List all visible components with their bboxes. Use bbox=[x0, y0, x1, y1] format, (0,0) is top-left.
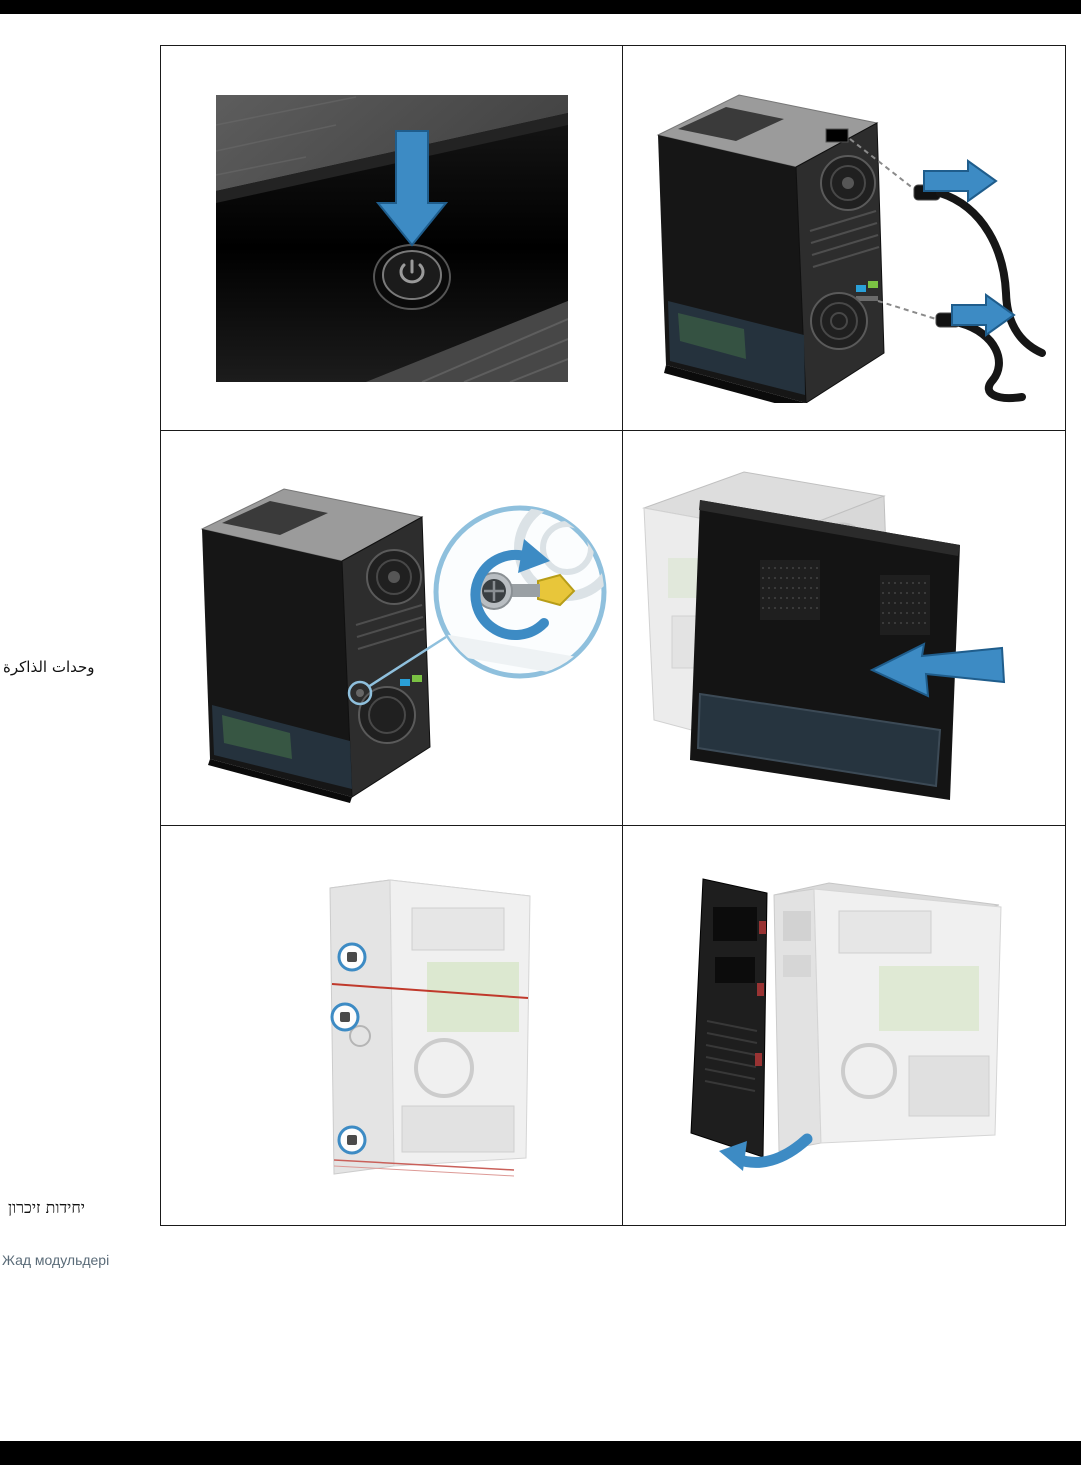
bezel-clips bbox=[755, 920, 766, 1066]
side-window bbox=[668, 301, 805, 395]
cable-guide-line-bottom bbox=[877, 300, 937, 320]
figure-cell-unplug-cables bbox=[623, 46, 1065, 431]
io-ports bbox=[399, 675, 422, 686]
counterclockwise-arrowhead bbox=[517, 539, 550, 573]
rear-fan-top bbox=[820, 155, 876, 211]
ghost-tower bbox=[328, 878, 531, 1176]
optical-bay-opening bbox=[713, 906, 757, 941]
front-bezel bbox=[690, 877, 768, 1158]
computer-tower-rear bbox=[656, 94, 885, 403]
ghost-motherboard bbox=[879, 965, 979, 1031]
surface-texture bbox=[215, 95, 356, 176]
clip-callouts bbox=[330, 942, 366, 1154]
case-edge-highlight bbox=[215, 112, 568, 203]
label-memory-modules-kazakh: Жад модульдері bbox=[2, 1252, 110, 1268]
thumbscrew-location-marker bbox=[347, 680, 372, 706]
ghost-tower bbox=[773, 881, 1002, 1152]
rear-vents bbox=[809, 210, 880, 268]
top-rule bbox=[0, 0, 1081, 14]
figure-cell-remove-bezel bbox=[623, 826, 1065, 1225]
screw-shaft bbox=[509, 584, 540, 597]
pull-right-arrow-top-icon bbox=[923, 159, 998, 203]
case-corner bbox=[365, 300, 568, 382]
figure-remove-side-panel bbox=[642, 471, 1006, 800]
computer-tower-rear bbox=[200, 488, 431, 803]
label-memory-modules-arabic: وحدات الذاكرة bbox=[3, 658, 95, 676]
rear-vents bbox=[355, 604, 424, 650]
figure-cell-thumbscrew bbox=[161, 431, 623, 826]
press-down-arrow-icon bbox=[375, 129, 448, 247]
side-panel bbox=[690, 500, 960, 800]
power-icon bbox=[399, 259, 424, 283]
counterclockwise-arrow-icon bbox=[469, 550, 549, 640]
thumbscrew-callout bbox=[433, 505, 606, 679]
callout-leader-line bbox=[366, 635, 447, 689]
figure-bezel-clips bbox=[328, 878, 531, 1176]
figure-cell-power-button bbox=[161, 46, 623, 431]
figure-remove-front-bezel bbox=[690, 877, 1002, 1171]
slide-left-arrow-icon bbox=[869, 642, 1006, 698]
figure-loosen-thumbscrew bbox=[200, 488, 606, 803]
vent-mesh-left bbox=[760, 560, 820, 620]
swing-open-arrow-icon bbox=[719, 1133, 813, 1171]
figure-cell-remove-side-panel bbox=[623, 431, 1065, 826]
figure-table bbox=[160, 45, 1066, 1226]
power-cable-top bbox=[936, 189, 1046, 357]
thumbscrew bbox=[474, 572, 513, 610]
power-button bbox=[372, 243, 451, 310]
pull-right-arrow-bottom-icon bbox=[951, 293, 1016, 337]
red-accent-line bbox=[331, 982, 528, 999]
io-ports bbox=[856, 281, 878, 301]
case-corner-ridges bbox=[421, 317, 568, 382]
rear-fan-bottom bbox=[357, 686, 416, 744]
figure-cell-bezel-clips bbox=[161, 826, 623, 1225]
bezel-vents bbox=[704, 1019, 758, 1092]
power-socket bbox=[825, 128, 849, 143]
vent-mesh-right bbox=[880, 575, 930, 635]
cable-bottom bbox=[956, 319, 1026, 402]
bottom-rule bbox=[0, 1441, 1081, 1465]
figure-press-power-button bbox=[215, 94, 568, 382]
rear-fan-top bbox=[365, 549, 422, 605]
rear-fan-bottom bbox=[810, 292, 868, 350]
hp-logo bbox=[348, 1024, 371, 1047]
ghost-fan bbox=[841, 1042, 897, 1099]
cable-guide-line-top bbox=[849, 138, 915, 190]
label-memory-units-hebrew: יחידות זיכרון bbox=[8, 1198, 85, 1217]
panel-window bbox=[696, 692, 942, 788]
ghost-fan bbox=[413, 1037, 474, 1098]
figure-unplug-cables bbox=[656, 94, 1046, 403]
